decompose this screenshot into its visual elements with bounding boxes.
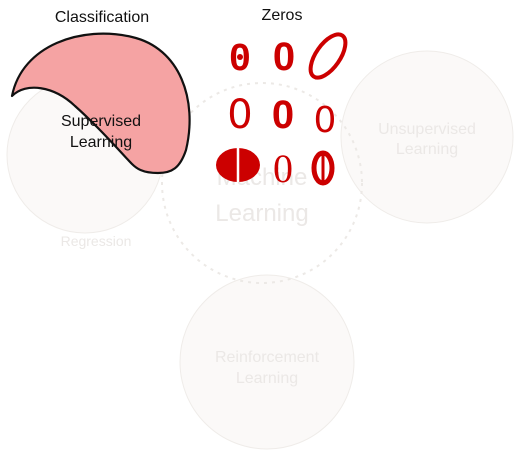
zero-slanted-sample [308,32,348,80]
zero-samples-grid: 0 0 0 0 0 0 [216,32,348,191]
zero-dot-mark [237,54,243,60]
reinforcement-learning-circle [179,274,355,450]
zero-digit-sample: 0 [272,93,294,137]
classification-label: Classification [55,9,149,26]
machine-learning-label-line2: Learning [215,200,308,227]
reinforcement-label-line1: Reinforcement [215,349,320,366]
supervised-label-line1: Supervised [61,113,141,130]
unsupervised-label-line2: Learning [396,141,458,158]
unsupervised-label-line1: Unsupervised [378,121,476,138]
supervised-label-line2: Learning [70,134,132,151]
zero-digit-sample: 0 [273,35,295,79]
zero-digit-sample: 0 [227,92,252,138]
regression-label: Regression [61,233,132,249]
zero-digit-sample: 0 [273,146,293,191]
zeros-label: Zeros [262,7,303,24]
machine-learning-circle [161,82,363,284]
zero-digit-sample: 0 [314,100,337,141]
reinforcement-label-line2: Learning [236,370,298,387]
unsupervised-learning-circle [340,50,514,224]
classification-region [10,32,191,175]
